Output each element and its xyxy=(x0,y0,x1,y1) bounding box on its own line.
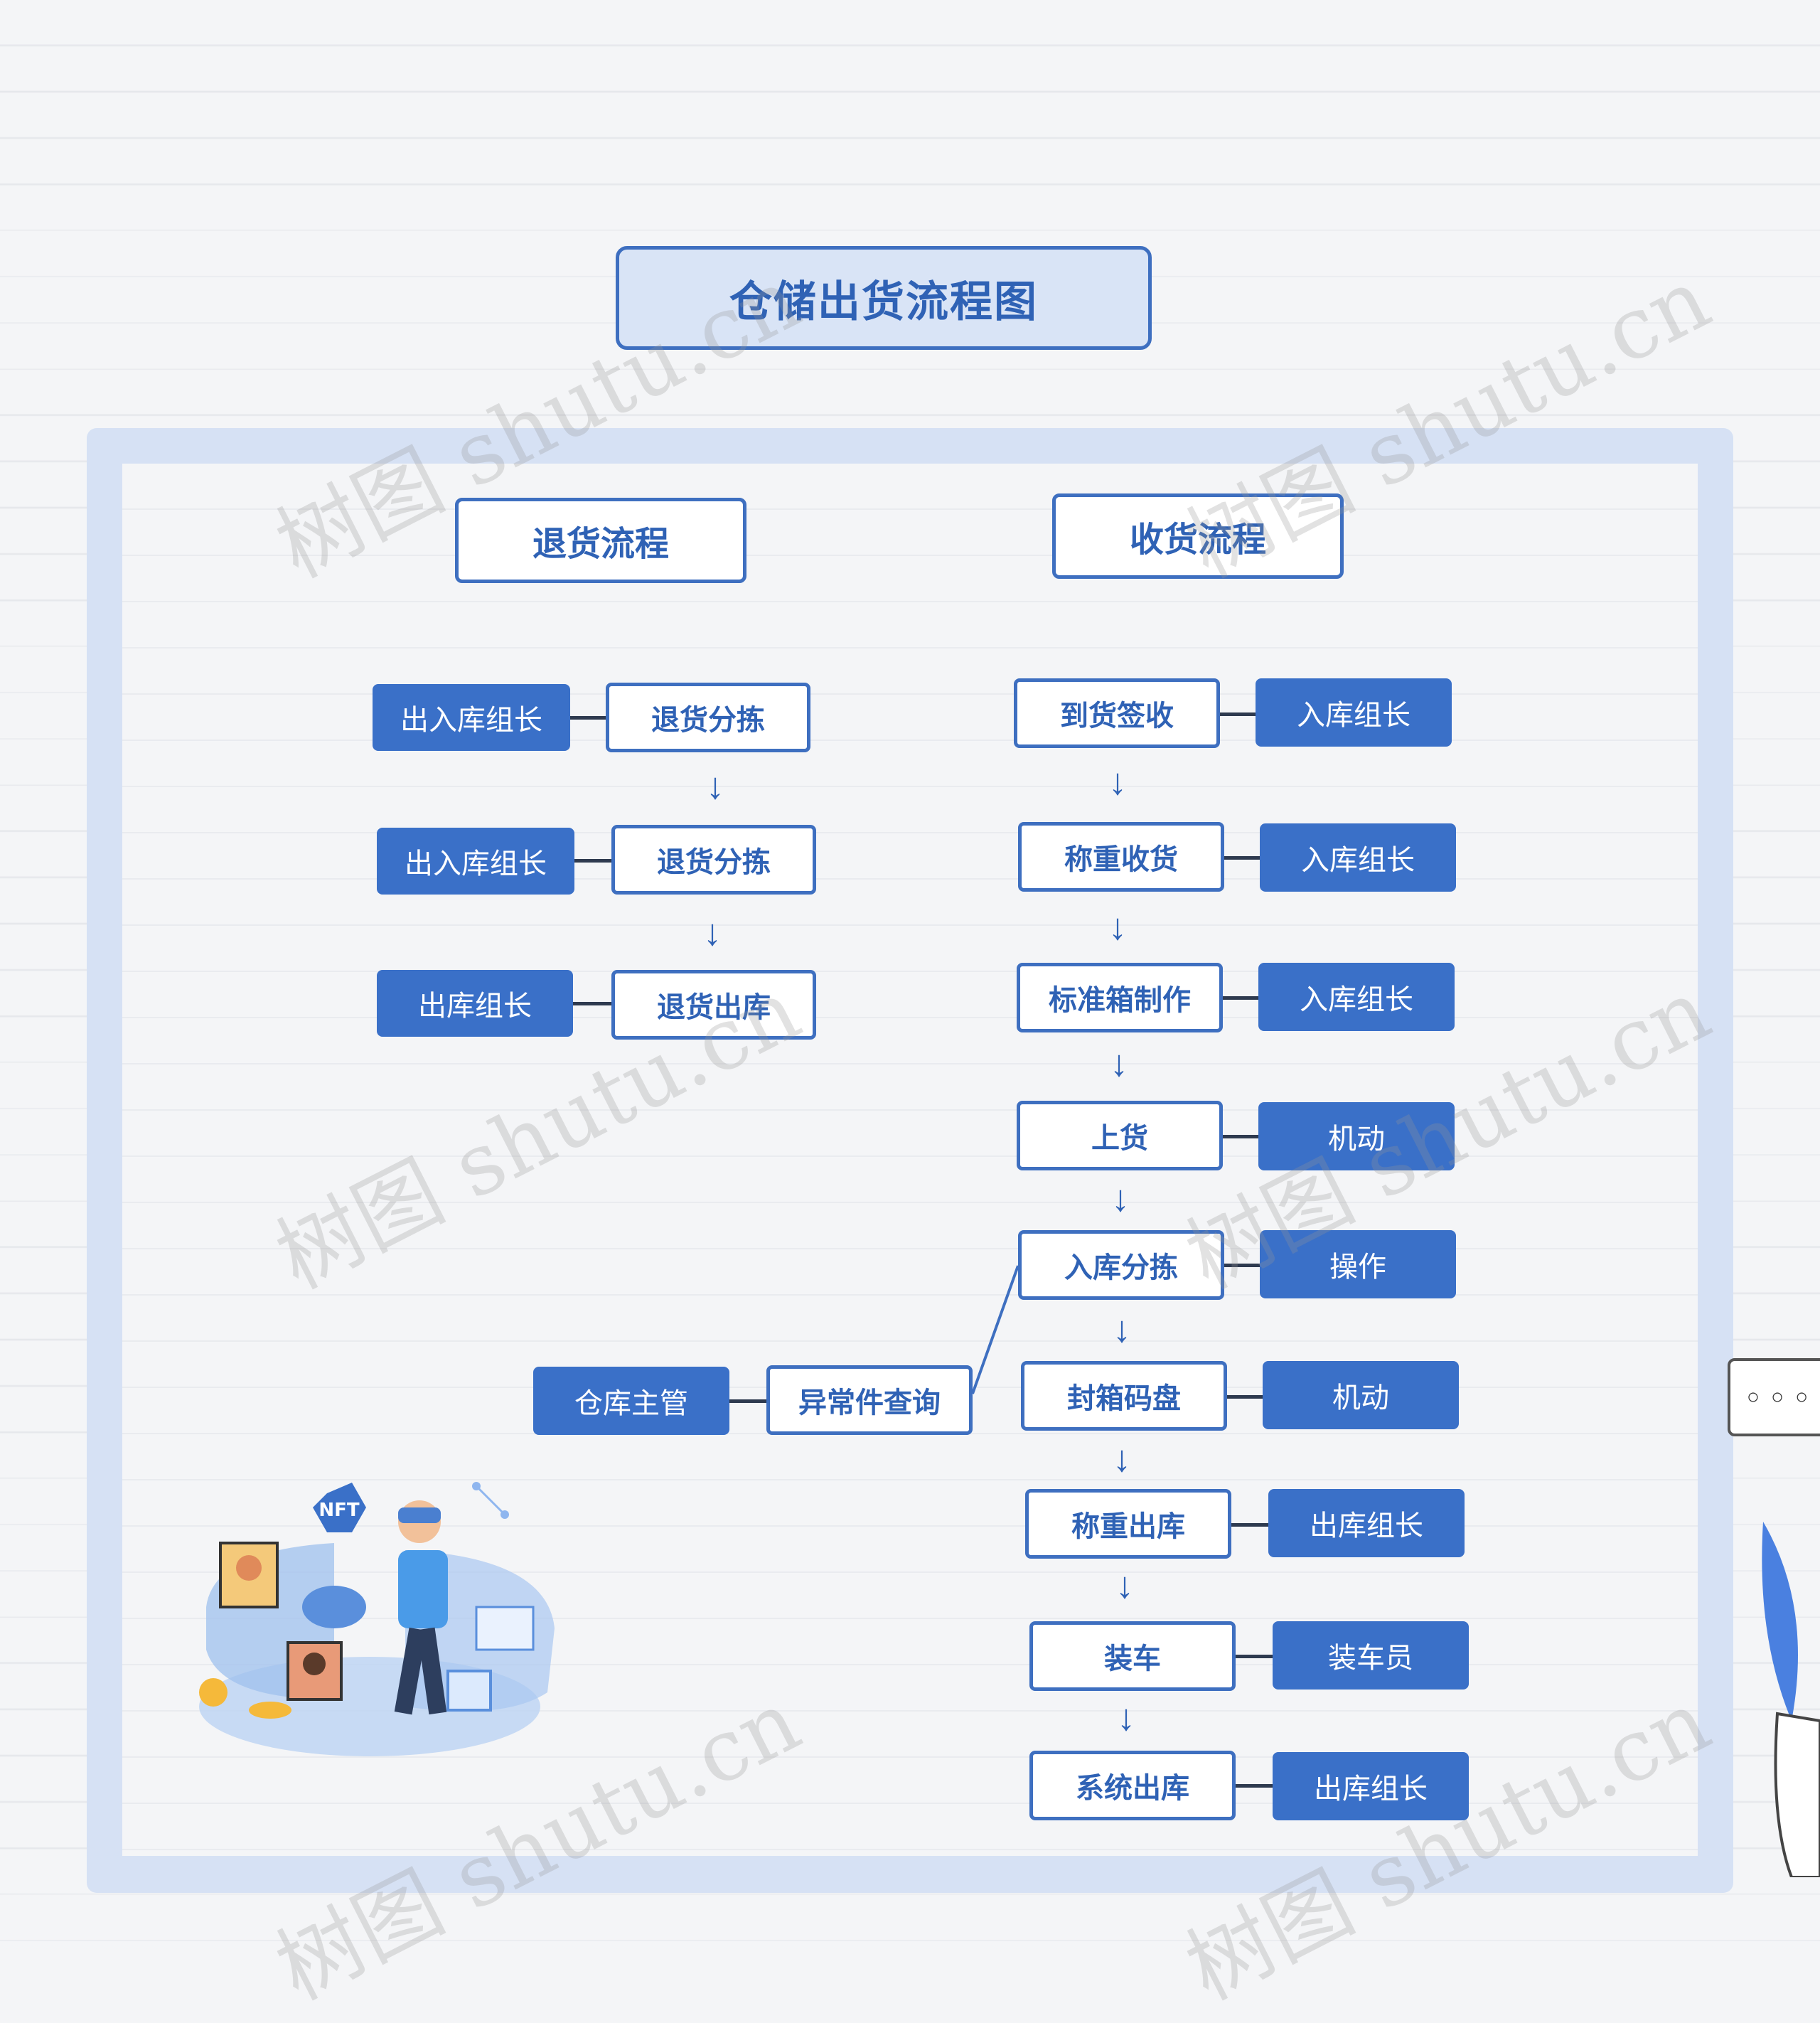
arrow-down-icon: ↓ xyxy=(1113,1309,1131,1350)
receive-step-7: 称重出库 xyxy=(1025,1489,1231,1559)
receive-role-8: 装车员 xyxy=(1273,1621,1469,1690)
connector xyxy=(1236,1655,1273,1658)
receive-step-9: 系统出库 xyxy=(1029,1751,1236,1820)
connector xyxy=(1236,1784,1273,1788)
exception-link-line xyxy=(971,1265,1019,1394)
connector xyxy=(570,716,606,720)
receive-role-7: 出库组长 xyxy=(1268,1489,1465,1557)
section-receive-flow: 收货流程 xyxy=(1052,493,1344,579)
arrow-down-icon: ↓ xyxy=(706,766,724,807)
connector xyxy=(1224,1264,1260,1267)
arrow-down-icon: ↓ xyxy=(703,912,722,954)
arrow-down-icon: ↓ xyxy=(1117,1697,1135,1739)
exception-role: 仓库主管 xyxy=(533,1367,729,1435)
receive-role-4: 机动 xyxy=(1258,1102,1455,1170)
connector xyxy=(1224,856,1260,860)
receive-step-3: 标准箱制作 xyxy=(1017,963,1223,1032)
connector xyxy=(1231,1523,1268,1527)
receive-step-8: 装车 xyxy=(1029,1621,1236,1691)
receive-role-5: 操作 xyxy=(1260,1230,1456,1298)
exception-step: 异常件查询 xyxy=(766,1365,973,1435)
arrow-down-icon: ↓ xyxy=(1108,907,1127,948)
connector xyxy=(729,1399,766,1403)
return-step-2: 退货分拣 xyxy=(611,825,816,895)
receive-role-6: 机动 xyxy=(1263,1361,1459,1429)
arrow-down-icon: ↓ xyxy=(1110,1043,1128,1084)
connector xyxy=(573,1002,611,1005)
connector xyxy=(1220,712,1256,716)
return-role-2: 出入库组长 xyxy=(377,828,574,895)
plant-icon xyxy=(1762,1522,1820,1877)
connector xyxy=(1223,1135,1258,1138)
receive-role-3: 入库组长 xyxy=(1258,963,1455,1031)
vr-person-illustration: NFT xyxy=(199,1482,555,1756)
arrow-down-icon: ↓ xyxy=(1115,1565,1134,1606)
connector xyxy=(574,859,611,863)
arrow-down-icon: ↓ xyxy=(1108,762,1127,803)
return-role-3: 出库组长 xyxy=(377,970,573,1037)
return-role-1: 出入库组长 xyxy=(373,684,570,751)
connector xyxy=(1227,1395,1263,1399)
receive-step-4: 上货 xyxy=(1017,1101,1223,1170)
receive-step-5: 入库分拣 xyxy=(1018,1230,1224,1300)
arrow-down-icon: ↓ xyxy=(1111,1178,1130,1219)
receive-role-9: 出库组长 xyxy=(1273,1752,1469,1820)
section-return-flow: 退货流程 xyxy=(455,498,746,583)
nft-badge-label: NFT xyxy=(318,1500,360,1521)
connector xyxy=(1223,996,1258,1000)
return-step-3: 退货出库 xyxy=(611,970,816,1040)
receive-step-6: 封箱码盘 xyxy=(1021,1361,1227,1431)
receive-role-2: 入库组长 xyxy=(1260,823,1456,892)
arrow-down-icon: ↓ xyxy=(1113,1438,1131,1480)
receive-step-2: 称重收货 xyxy=(1018,822,1224,892)
speech-bubble-icon: ○○○ xyxy=(1728,1358,1820,1436)
receive-role-1: 入库组长 xyxy=(1256,678,1452,747)
receive-step-1: 到货签收 xyxy=(1014,678,1220,748)
diagram-title: 仓储出货流程图 xyxy=(616,246,1152,350)
return-step-1: 退货分拣 xyxy=(606,683,810,752)
